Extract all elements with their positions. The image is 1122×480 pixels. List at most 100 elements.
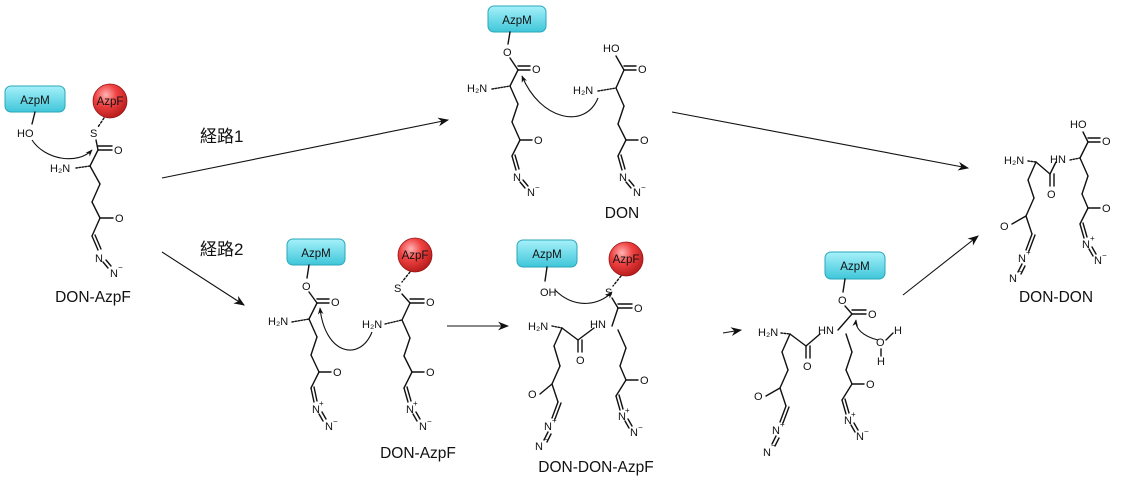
svg-text:−: − (535, 183, 540, 192)
svg-text:N: N (95, 253, 103, 265)
svg-text:O: O (302, 281, 311, 293)
svg-text:N: N (110, 268, 118, 280)
svg-text:O: O (638, 64, 647, 76)
azpf-ball (608, 241, 644, 277)
svg-text:H₂N: H₂N (573, 85, 593, 97)
svg-text:H₂N: H₂N (1004, 155, 1024, 167)
svg-text:N: N (633, 187, 641, 199)
svg-text:−: − (118, 263, 123, 272)
route2-step2-arrow (722, 327, 743, 336)
azpm-label: AzpM (840, 261, 869, 273)
azpm-label: AzpM (532, 249, 561, 261)
azpm-box (487, 5, 547, 33)
svg-text:O: O (576, 355, 585, 367)
svg-text:N: N (772, 425, 780, 437)
svg-text:N: N (1094, 255, 1102, 267)
svg-text:−: − (1017, 267, 1022, 276)
svg-text:O: O (803, 361, 812, 373)
molecule-route2-azpm-ester: AzpM O O H₂N O N + N − (268, 238, 346, 433)
svg-text:+: + (319, 399, 324, 408)
caption-don-don-azpf: DON-DON-AzpF (538, 459, 653, 476)
svg-text:+: + (552, 416, 557, 425)
caption-don: DON (605, 205, 639, 222)
svg-text:O: O (331, 297, 340, 309)
svg-text:O: O (114, 145, 123, 157)
svg-text:O: O (532, 64, 541, 76)
svg-text:O: O (640, 375, 649, 387)
molecule-don-azpf-mid: AzpF S O H₂N O N + N − (317, 237, 435, 433)
azpf-label: AzpF (613, 254, 640, 266)
svg-text:+: + (851, 410, 856, 419)
svg-text:HN: HN (1050, 154, 1066, 166)
svg-text:N: N (419, 421, 427, 433)
svg-text:N: N (535, 441, 543, 453)
svg-text:H₂N: H₂N (467, 83, 487, 95)
svg-text:O: O (866, 379, 875, 391)
svg-text:H₂N: H₂N (528, 321, 548, 333)
azpm-label: AzpM (301, 248, 330, 260)
svg-text:HO: HO (1070, 119, 1087, 131)
svg-text:N: N (544, 421, 552, 433)
svg-text:O: O (503, 47, 512, 59)
svg-text:−: − (638, 423, 643, 432)
svg-text:H₂N: H₂N (268, 316, 288, 328)
svg-text:O: O (1102, 136, 1111, 148)
svg-text:O: O (333, 367, 342, 379)
azpm-box (824, 251, 886, 280)
route1-to-product-arrow (671, 111, 970, 171)
molecule-azpm-don-ester: AzpM O O H₂N O N N − (467, 5, 547, 199)
svg-text:H₂N: H₂N (362, 319, 382, 331)
svg-text:H₂N: H₂N (758, 327, 778, 339)
svg-text:N: N (618, 411, 626, 423)
svg-text:N: N (1018, 253, 1026, 265)
caption-don-azpf-start: DON-AzpF (55, 289, 131, 306)
svg-text:O: O (1000, 221, 1009, 233)
svg-text:N: N (406, 404, 414, 416)
svg-text:HO: HO (17, 128, 34, 140)
route2-to-product-arrow (902, 235, 979, 296)
caption-don-don: DON-DON (1019, 289, 1093, 306)
svg-text:O: O (534, 135, 543, 147)
azpf-ball (397, 237, 433, 273)
molecule-don-don: HO O HN O N + N − H₂N O O (1000, 119, 1111, 285)
svg-text:N: N (527, 187, 535, 199)
svg-text:O: O (640, 135, 649, 147)
azpf-ball (92, 83, 128, 119)
svg-text:HN: HN (590, 319, 606, 331)
svg-text:+: + (413, 399, 418, 408)
svg-text:N: N (1082, 239, 1090, 251)
svg-text:O: O (1047, 189, 1056, 201)
azpf-label: AzpF (97, 96, 124, 108)
svg-text:O: O (528, 389, 537, 401)
route2-label: 経路2 (200, 240, 243, 259)
svg-text:S: S (90, 128, 97, 140)
svg-text:+: + (780, 420, 785, 429)
svg-text:HO: HO (603, 43, 620, 55)
molecule-azpm-dipeptide: AzpM O O O H H H₂N O HN O N + N − (754, 251, 902, 459)
svg-text:N: N (312, 404, 320, 416)
svg-text:N: N (630, 427, 638, 439)
svg-text:O: O (838, 295, 847, 307)
svg-text:O: O (634, 303, 643, 315)
svg-text:N: N (844, 415, 852, 427)
svg-text:O: O (754, 391, 763, 403)
svg-text:O: O (876, 337, 885, 349)
svg-text:HN: HN (818, 325, 834, 337)
molecule-don-azpf-start: AzpM AzpF HO S O H₂N O N N − (4, 83, 128, 280)
route1-arrow (161, 117, 450, 179)
svg-text:H₂N: H₂N (50, 163, 70, 175)
azpm-label: AzpM (502, 15, 531, 27)
azpm-box (286, 238, 346, 266)
svg-text:N: N (856, 431, 864, 443)
svg-text:+: + (625, 406, 630, 415)
route2-arrow (161, 251, 245, 306)
svg-text:N: N (619, 172, 627, 184)
azpf-label: AzpF (402, 250, 429, 262)
svg-text:H: H (894, 325, 902, 337)
svg-text:−: − (427, 417, 432, 426)
svg-text:S: S (394, 283, 401, 295)
svg-text:O: O (115, 213, 124, 225)
svg-text:−: − (771, 441, 776, 450)
svg-text:+: + (1090, 234, 1095, 243)
